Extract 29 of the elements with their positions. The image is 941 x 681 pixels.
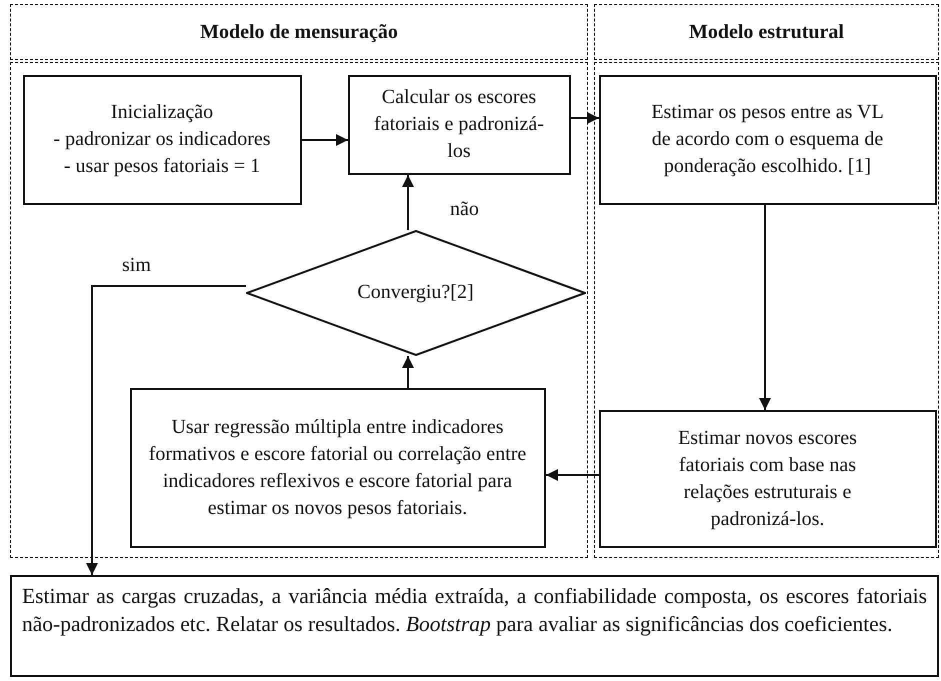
process-box	[598, 410, 936, 548]
process-box	[598, 74, 936, 204]
arrow	[759, 205, 771, 410]
node-text: Inicialização	[110, 100, 214, 125]
arrow	[571, 112, 599, 124]
arrow	[302, 134, 348, 146]
process-box	[130, 388, 546, 548]
result-box	[10, 575, 939, 677]
section-header	[594, 4, 939, 60]
dashed-panel	[10, 62, 588, 558]
dashed-panel	[594, 62, 939, 558]
node-text: Calcular os escores fatoriais e padronizá-los	[373, 85, 545, 164]
process-box	[22, 74, 302, 204]
node-text: - usar pesos fatoriais = 1	[64, 154, 260, 179]
node-text: - padronizar os indicadores	[53, 127, 271, 152]
arrow	[86, 285, 246, 575]
node-text: Usar regressão múltipla entre indicadores formativos e escore fatorial ou correlação entre indicadores reflexivos e escore fatorial para estimar os novos pesos fatoriais.	[148, 414, 528, 520]
process-box	[348, 74, 570, 174]
header-text: Modelo estrutural	[689, 20, 844, 44]
node-text: Estimar os pesos entre as VL de acordo com o esquema de ponderação escolhido. [1]	[650, 100, 885, 179]
arrow	[402, 356, 414, 388]
section-header	[10, 4, 588, 60]
node-text: Estimar novos escores fatoriais com base nas relações estruturais e padronizá-los.	[677, 426, 858, 532]
node-text: Convergiu?[2]	[357, 280, 474, 305]
arrow	[402, 175, 414, 230]
header-text: Modelo de mensuração	[200, 20, 398, 44]
arrow	[546, 469, 599, 481]
decision-diamond	[246, 230, 586, 356]
node-text: Estimar as cargas cruzadas, a variância média extraída, a confiabilidade composta, os escores fatoriais não-padronizados etc. Relatar os resultados. Bootstrap para avaliar as significâncias dos coeficientes.	[22, 583, 927, 638]
